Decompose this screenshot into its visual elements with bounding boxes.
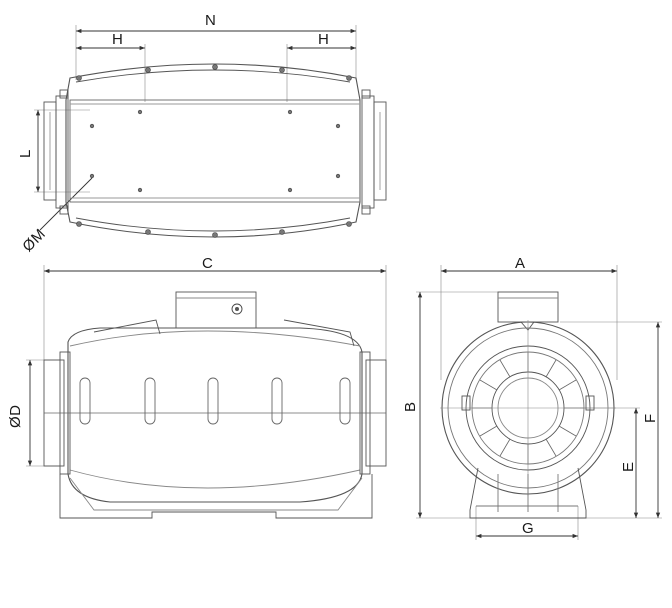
front-view: [416, 265, 662, 540]
side-view: [26, 265, 387, 519]
dim-a-label: A: [515, 255, 526, 272]
dim-d-label: ØD: [7, 404, 24, 429]
dim-h-left-label: H: [112, 31, 124, 48]
dim-b-label: B: [402, 401, 419, 412]
dim-e-label: E: [620, 461, 637, 472]
dim-f-label: F: [642, 413, 659, 423]
top-view: [34, 25, 387, 238]
dim-n-label: N: [205, 12, 217, 29]
dim-c-label: C: [202, 255, 214, 272]
dim-g-label: G: [522, 520, 535, 537]
dim-h-right-label: H: [318, 31, 330, 48]
dim-l-label: L: [17, 149, 34, 158]
